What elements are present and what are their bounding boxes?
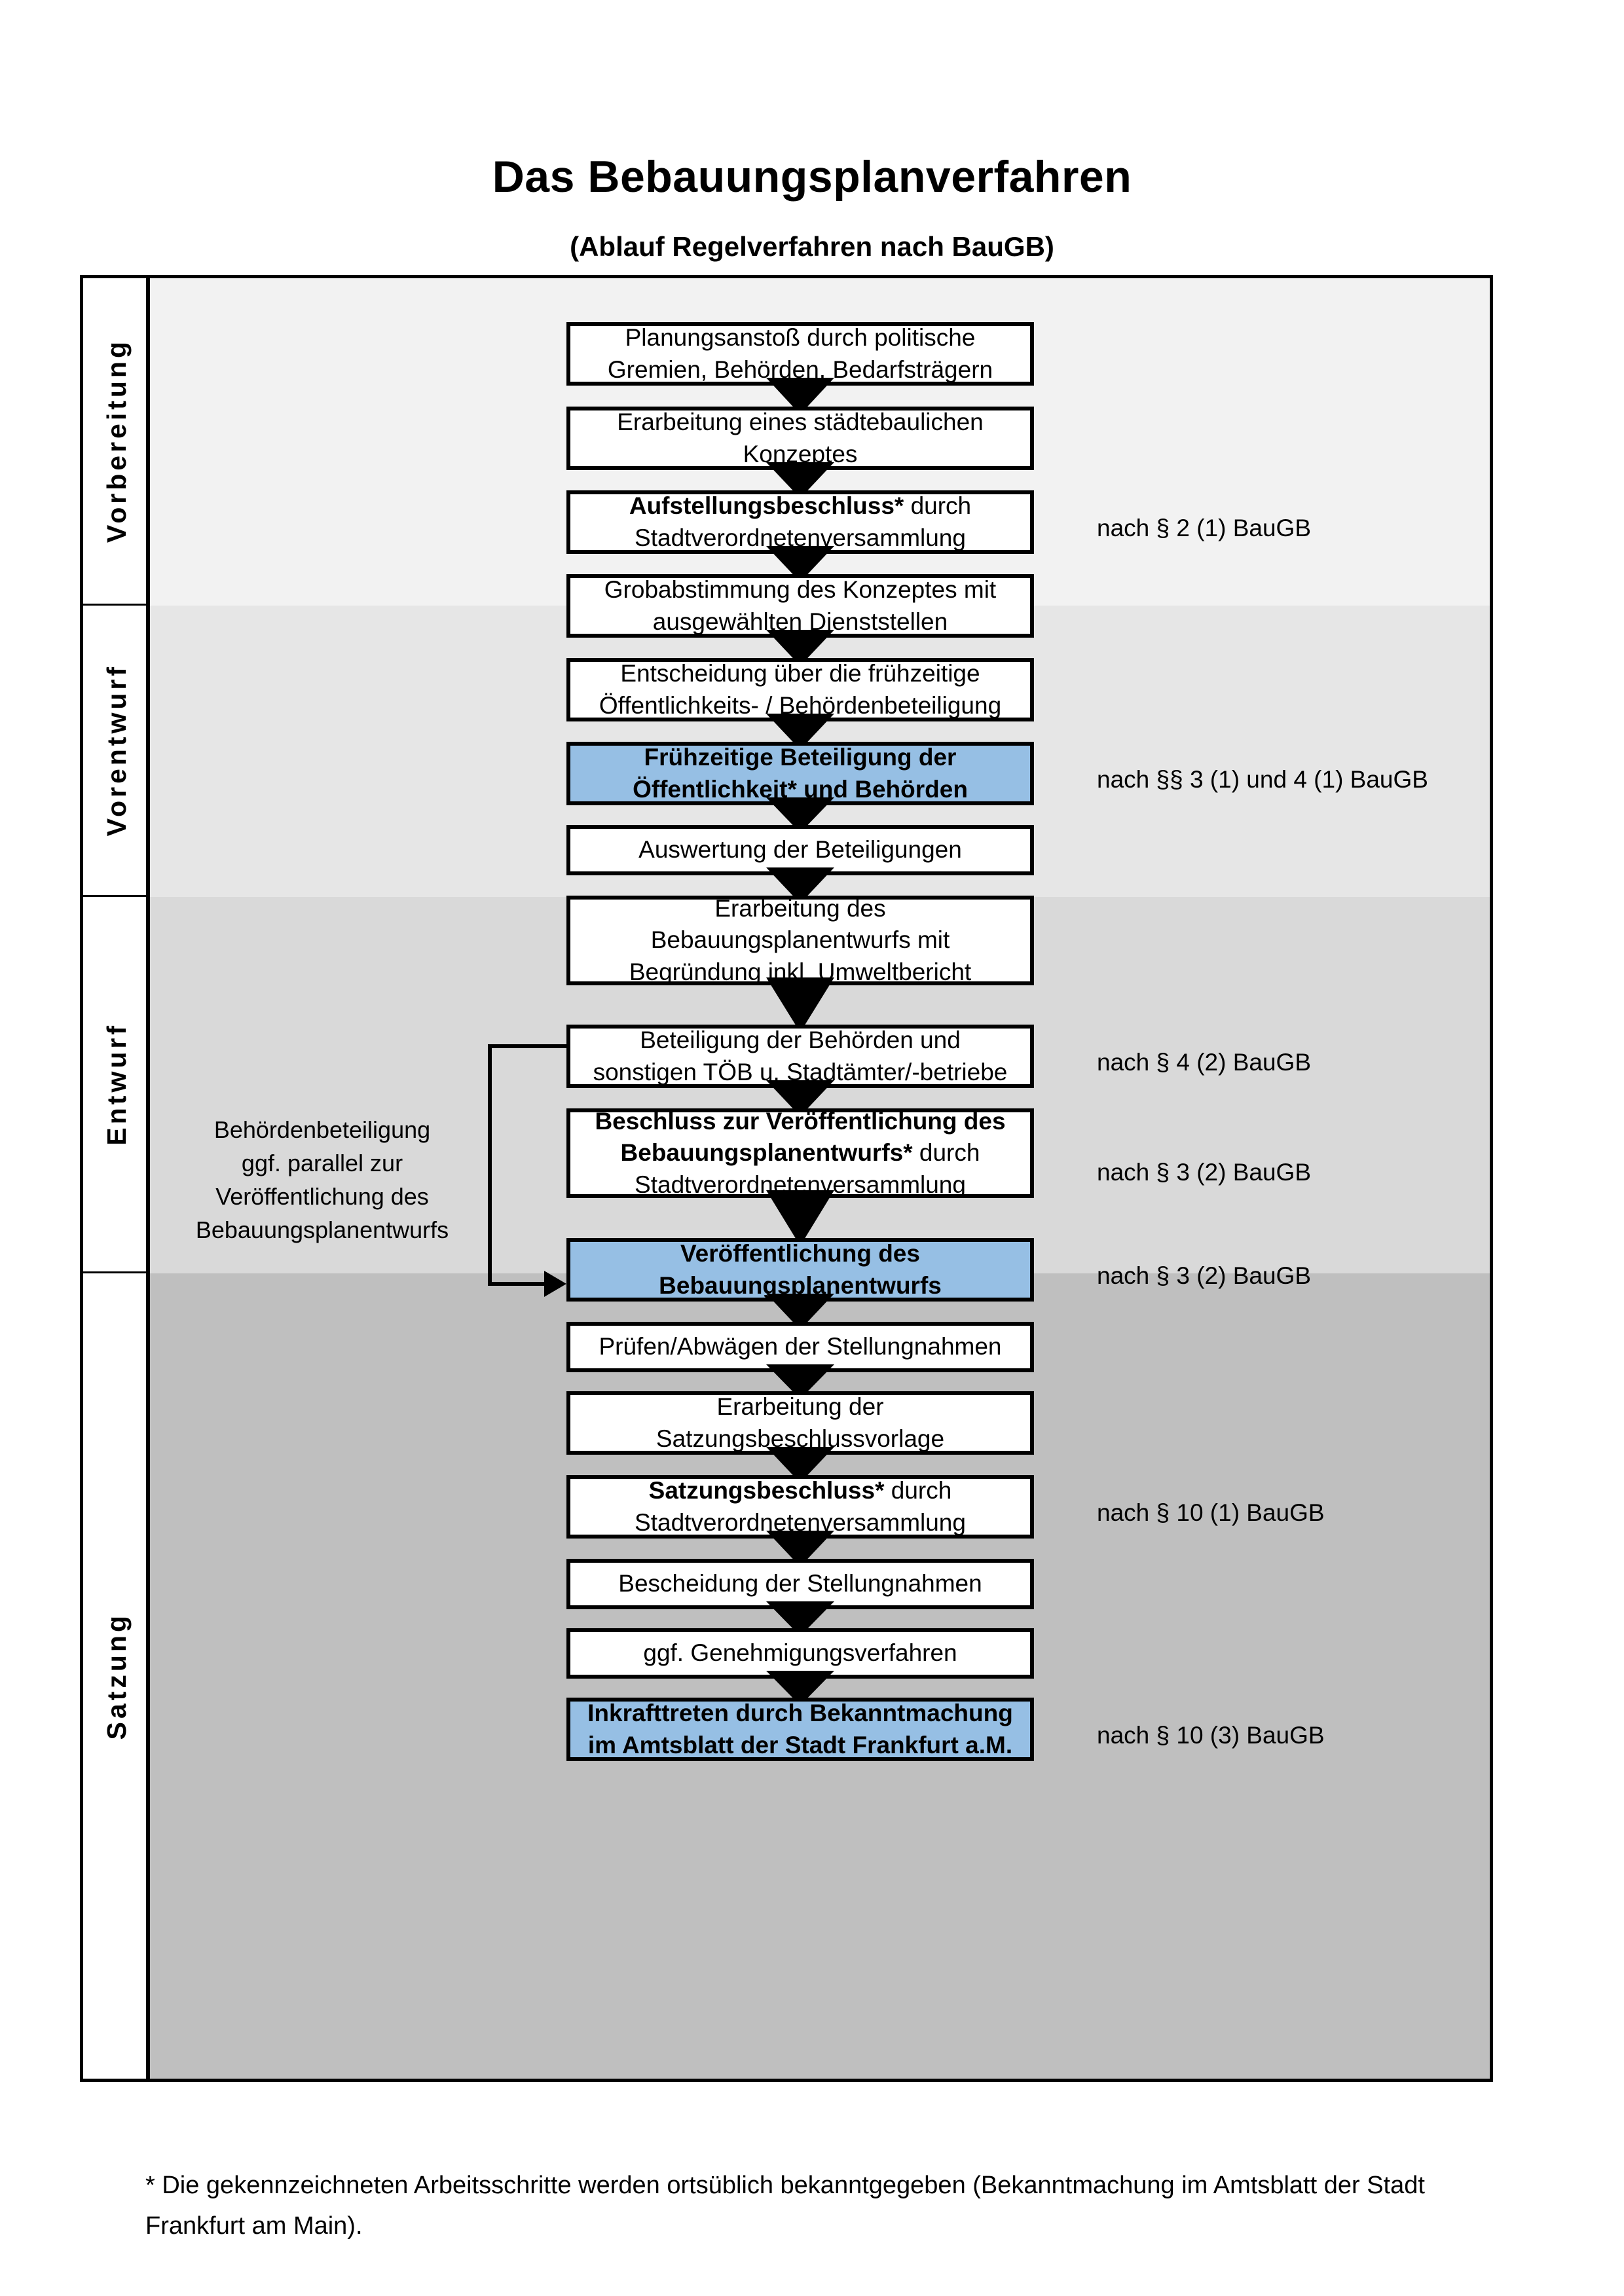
process-step-line: Bescheidung der Stellungnahmen <box>618 1570 982 1597</box>
process-step-line: Frühzeitige Beteiligung der <box>644 744 957 771</box>
process-step-label: Inkrafttreten durch Bekanntmachung im Amt… <box>587 1698 1013 1760</box>
legal-reference-note-par3-2b: nach § 3 (2) BauGB <box>1097 1262 1312 1289</box>
process-step-line: Entscheidung über die frühzeitige <box>620 660 980 687</box>
legal-reference-note-par4-2: nach § 4 (2) BauGB <box>1097 1049 1312 1076</box>
process-step-label: ggf. Genehmigungsverfahren <box>643 1637 957 1669</box>
process-step-line: Planungsanstoß durch politische <box>625 324 976 352</box>
process-step-label: Prüfen/Abwägen der Stellungnahmen <box>599 1331 1001 1362</box>
section-label-text: Vorbereitung <box>101 338 132 543</box>
process-step-label: Bescheidung der Stellungnahmen <box>618 1568 982 1599</box>
process-step-line: Grobabstimmung des Konzeptes mit <box>604 576 997 604</box>
connector-segment-vertical <box>488 1044 492 1282</box>
process-step-line: im Amtsblatt der Stadt Frankfurt a.M. <box>587 1731 1013 1758</box>
process-step-line: Aufstellungsbeschluss* durch <box>629 492 972 520</box>
legal-reference-note-par10-3: nach § 10 (3) BauGB <box>1097 1722 1325 1749</box>
section-label-entwurf: Entwurf <box>83 897 150 1273</box>
section-label-vorentwurf: Vorentwurf <box>83 606 150 897</box>
footnote: * Die gekennzeichneten Arbeitsschritte w… <box>145 2172 1425 2240</box>
process-step-line: Veröffentlichung des <box>680 1240 920 1267</box>
legal-reference-note-par10-1: nach § 10 (1) BauGB <box>1097 1499 1325 1526</box>
side-note-line: Bebauungsplanentwurfs <box>195 1216 449 1244</box>
legal-reference-note-par3-2a: nach § 3 (2) BauGB <box>1097 1159 1312 1186</box>
process-step-inkrafttreten: Inkrafttreten durch Bekanntmachung im Amt… <box>566 1698 1034 1761</box>
process-step-line: Bebauungsplanentwurfs mit <box>650 926 950 954</box>
side-note-line: Behördenbeteiligung <box>213 1116 431 1143</box>
flow-arrow-down <box>766 977 834 1032</box>
flow-arrow-down <box>766 1190 834 1246</box>
connector-segment-bottom <box>488 1282 544 1286</box>
process-step-line: Auswertung der Beteiligungen <box>638 836 962 864</box>
process-step-line: ggf. Genehmigungsverfahren <box>643 1639 957 1667</box>
page-title: Das Bebauungsplanverfahren <box>492 151 1132 202</box>
process-step-line: Inkrafttreten durch Bekanntmachung <box>587 1700 1013 1727</box>
section-label-satzung: Satzung <box>83 1273 150 2079</box>
connector-arrowhead-icon <box>544 1271 566 1297</box>
page-subtitle: (Ablauf Regelverfahren nach BauGB) <box>570 230 1054 262</box>
process-step-line: Prüfen/Abwägen der Stellungnahmen <box>599 1333 1002 1360</box>
section-label-vorbereitung: Vorbereitung <box>83 278 150 606</box>
section-label-text: Satzung <box>101 1612 132 1740</box>
legal-reference-note-par2-1: nach § 2 (1) BauGB <box>1097 515 1312 541</box>
section-label-text: Entwurf <box>101 1023 132 1146</box>
process-step-line: Beschluss zur Veröffentlichung des <box>595 1108 1006 1135</box>
process-step-line: Beteiligung der Behörden und <box>640 1027 961 1054</box>
side-note-line: ggf. parallel zur <box>241 1150 403 1177</box>
side-note-line: Veröffentlichung des <box>215 1183 429 1211</box>
process-step-label: Auswertung der Beteiligungen <box>638 834 962 866</box>
legal-reference-note-par3-1-4-1: nach §§ 3 (1) und 4 (1) BauGB <box>1097 766 1428 793</box>
connector-segment-top <box>488 1044 566 1048</box>
section-label-text: Vorentwurf <box>101 664 132 837</box>
process-step-line: Erarbeitung eines städtebaulichen <box>617 409 984 436</box>
process-step-line: Erarbeitung der <box>716 1393 884 1421</box>
process-step-line: Bebauungsplanentwurfs* durch <box>620 1139 980 1167</box>
process-step-line: Erarbeitung des <box>714 895 886 922</box>
process-step-line: Satzungsbeschluss* durch <box>648 1477 952 1504</box>
